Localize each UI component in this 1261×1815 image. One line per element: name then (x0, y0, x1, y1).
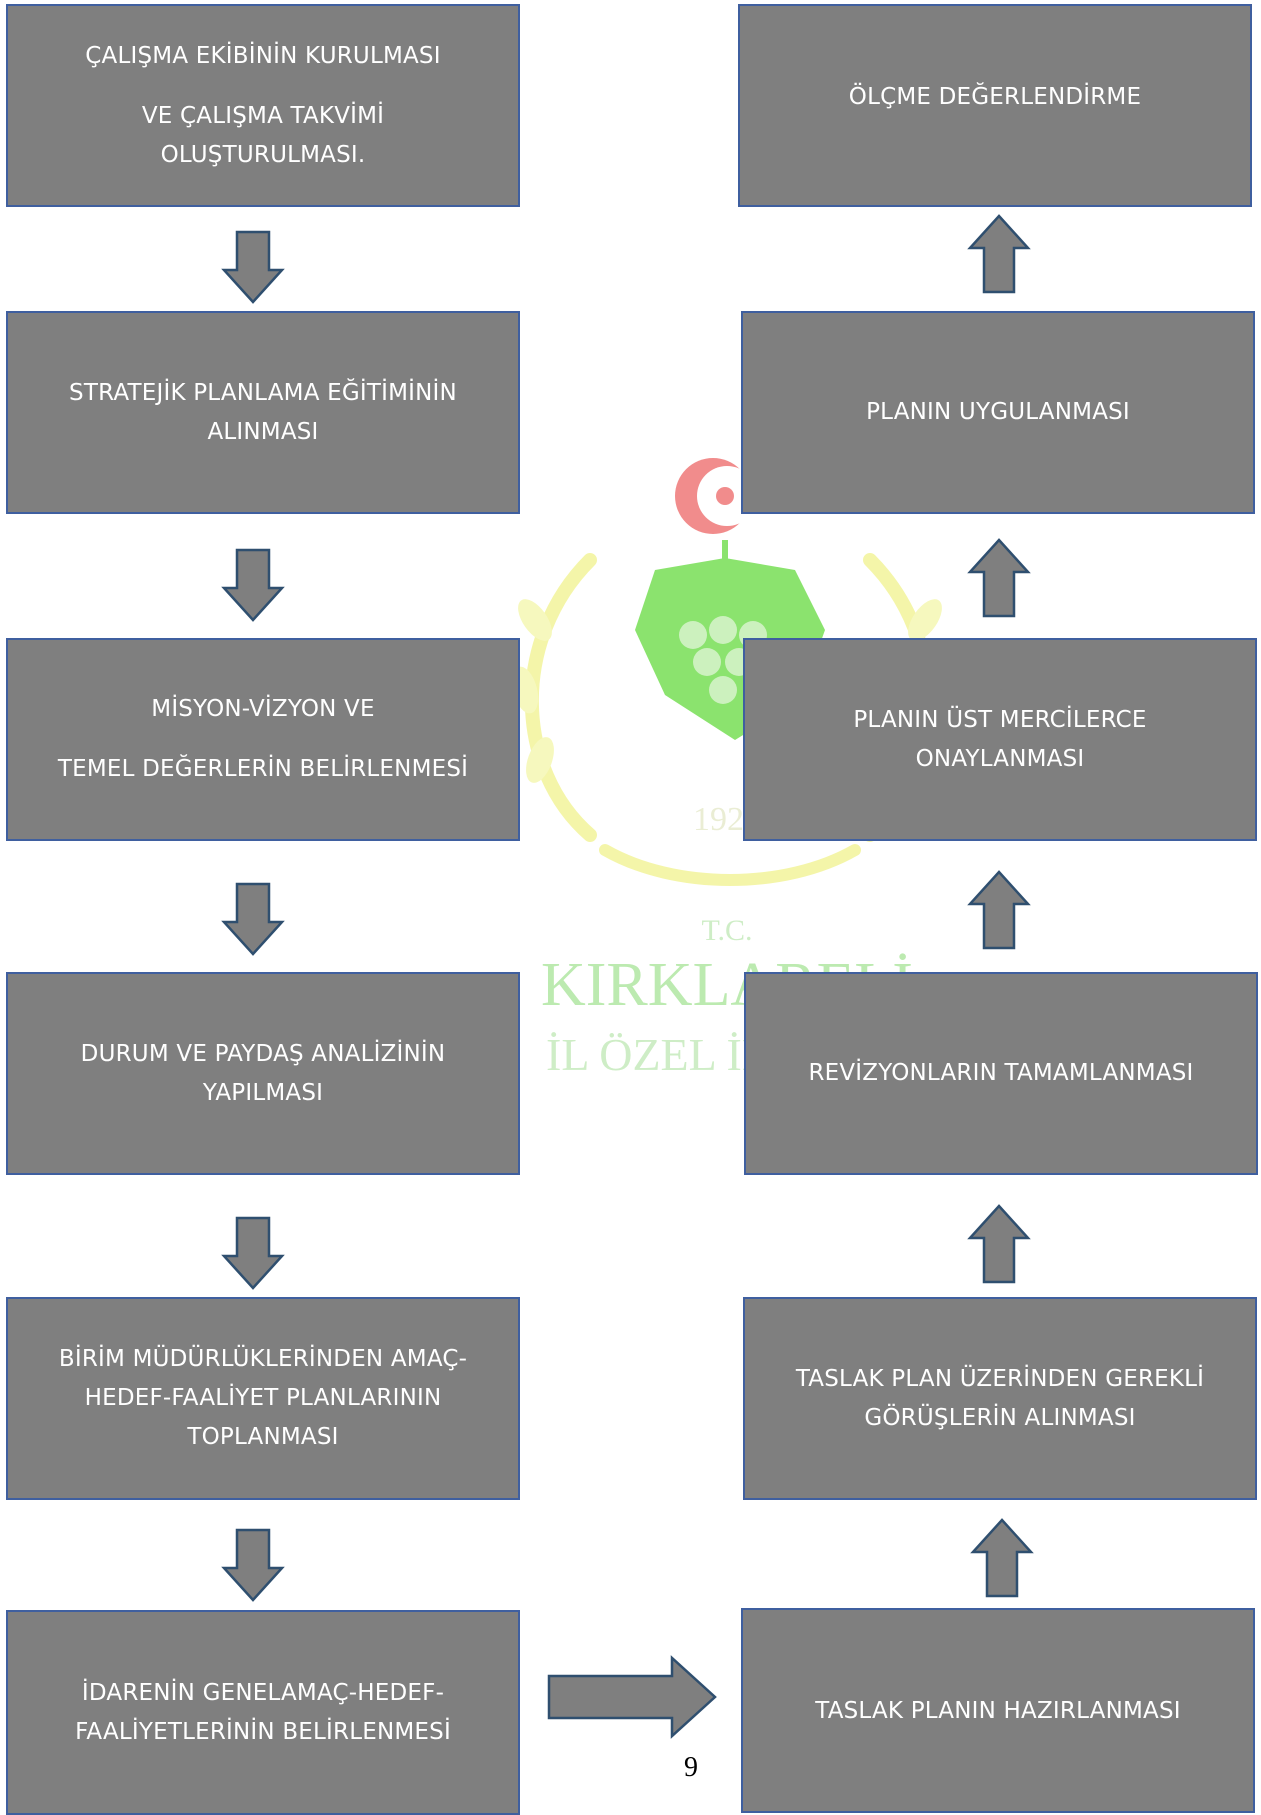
up-arrow-icon (967, 538, 1031, 618)
down-arrow-icon (221, 548, 285, 622)
step-label-line: MİSYON-VİZYON VE (151, 696, 375, 722)
step-9-revisions-completion: REVİZYONLARIN TAMAMLANMASI (744, 972, 1258, 1175)
step-label-line: ONAYLANMASI (915, 745, 1085, 772)
step-label-line: TASLAK PLAN ÜZERİNDEN GEREKLİ (795, 1365, 1205, 1392)
up-arrow-icon (967, 1204, 1031, 1284)
step-label-line: ÇALIŞMA EKİBİNİN KURULMASI (85, 42, 441, 69)
step-2-strategic-planning-training: STRATEJİK PLANLAMA EĞİTİMİNİN ALINMASI (6, 311, 520, 514)
up-arrow-icon (967, 214, 1031, 294)
step-6-general-goals-determination: İDARENİN GENELAMAÇ-HEDEF- FAALİYETLERİNİ… (6, 1610, 520, 1815)
up-arrow-icon (967, 870, 1031, 950)
step-label-line: TASLAK PLANIN HAZIRLANMASI (815, 1698, 1181, 1724)
step-12-measurement-evaluation: ÖLÇME DEĞERLENDİRME (738, 4, 1252, 207)
step-label-line: HEDEF-FAALİYET PLANLARININ (84, 1385, 442, 1411)
step-label-line: VE ÇALIŞMA TAKVİMİ (141, 102, 385, 129)
step-11-plan-implementation: PLANIN UYGULANMASI (741, 311, 1255, 514)
logo-tc: T.C. (701, 914, 752, 947)
step-label-line: PLANIN UYGULANMASI (866, 399, 1130, 425)
down-arrow-icon (221, 1528, 285, 1602)
down-arrow-icon (221, 230, 285, 304)
step-10-plan-approval: PLANIN ÜST MERCİLERCE ONAYLANMASI (743, 638, 1257, 841)
step-label-line: OLUŞTURULMASI. (160, 141, 366, 168)
step-label-line: BİRİM MÜDÜRLÜKLERİNDEN AMAÇ- (58, 1346, 468, 1372)
step-label-line: FAALİYETLERİNİN BELİRLENMESİ (75, 1718, 451, 1745)
step-8-draft-plan-opinions: TASLAK PLAN ÜZERİNDEN GEREKLİ GÖRÜŞLERİN… (743, 1297, 1257, 1500)
step-label-line: STRATEJİK PLANLAMA EĞİTİMİNİN (69, 379, 457, 406)
down-arrow-icon (221, 1216, 285, 1290)
step-label-line: TEMEL DEĞERLERİN BELİRLENMESİ (57, 756, 469, 782)
step-label-line: YAPILMASI (202, 1079, 324, 1106)
step-label-line: GÖRÜŞLERİN ALINMASI (864, 1404, 1136, 1431)
step-label-line: ALINMASI (207, 418, 319, 445)
right-arrow-icon (547, 1655, 717, 1739)
step-label-line: ÖLÇME DEĞERLENDİRME (848, 84, 1142, 110)
step-4-situation-stakeholder-analysis: DURUM VE PAYDAŞ ANALİZİNİN YAPILMASI (6, 972, 520, 1175)
step-1-team-formation: ÇALIŞMA EKİBİNİN KURULMASI VE ÇALIŞMA TA… (6, 4, 520, 207)
down-arrow-icon (221, 882, 285, 956)
step-5-unit-plans-collection: BİRİM MÜDÜRLÜKLERİNDEN AMAÇ- HEDEF-FAALİ… (6, 1297, 520, 1500)
step-label-line: TOPLANMASI (187, 1424, 339, 1450)
page-number: 9 (684, 1752, 698, 1783)
step-label-line: REVİZYONLARIN TAMAMLANMASI (808, 1060, 1194, 1086)
step-label-line: İDARENİN GENELAMAÇ-HEDEF- (81, 1679, 445, 1706)
step-label-line: PLANIN ÜST MERCİLERCE (853, 706, 1147, 733)
step-label-line: DURUM VE PAYDAŞ ANALİZİNİN (80, 1040, 446, 1067)
step-7-draft-plan-preparation: TASLAK PLANIN HAZIRLANMASI (741, 1608, 1255, 1813)
step-3-mission-vision-values: MİSYON-VİZYON VE TEMEL DEĞERLERİN BELİRL… (6, 638, 520, 841)
up-arrow-icon (970, 1518, 1034, 1598)
